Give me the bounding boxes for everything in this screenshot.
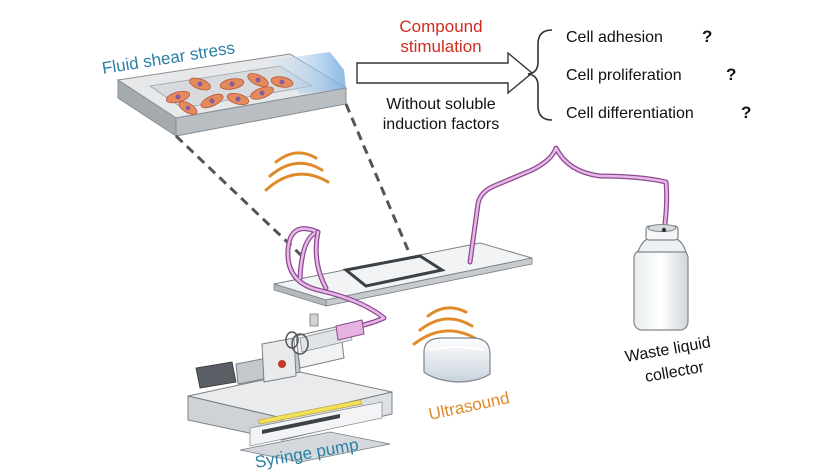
cell <box>250 86 274 100</box>
outcome-question-mark: ? <box>726 65 736 84</box>
compound-label-line1: Compound <box>399 17 482 36</box>
ultrasound-wave-icon <box>412 306 480 346</box>
cells <box>165 73 294 115</box>
cell <box>200 93 224 109</box>
cell <box>189 77 211 91</box>
compound-label-line2: stimulation <box>400 37 481 56</box>
cell <box>219 78 245 90</box>
outcome-question-mark: ? <box>741 103 751 122</box>
brace-icon <box>527 29 553 121</box>
chip-platform <box>273 242 533 307</box>
without-label-line2: induction factors <box>383 116 500 133</box>
ultrasound-wave-icon <box>264 151 330 192</box>
tubing <box>285 145 670 331</box>
syringe-pump <box>187 313 393 463</box>
cell <box>178 101 198 115</box>
outcome-cell-proliferation: Cell proliferation <box>566 67 682 84</box>
outcome-cell-differentiation: Cell differentiation <box>566 105 694 122</box>
cell <box>270 76 294 88</box>
ultrasound-probe <box>423 337 491 383</box>
right-arrow-icon <box>356 51 534 95</box>
without-label-line1: Without soluble <box>386 96 495 113</box>
ultrasound-label: Ultrasound <box>427 388 511 424</box>
waste-label-line2: collector <box>644 359 706 386</box>
cell <box>247 73 269 87</box>
outcome-question-mark: ? <box>702 27 712 46</box>
outcome-cell-adhesion: Cell adhesion <box>566 29 663 46</box>
zoom-lines <box>174 103 410 260</box>
cell <box>165 90 191 104</box>
waste-bottle <box>633 224 689 331</box>
cell <box>226 92 250 106</box>
